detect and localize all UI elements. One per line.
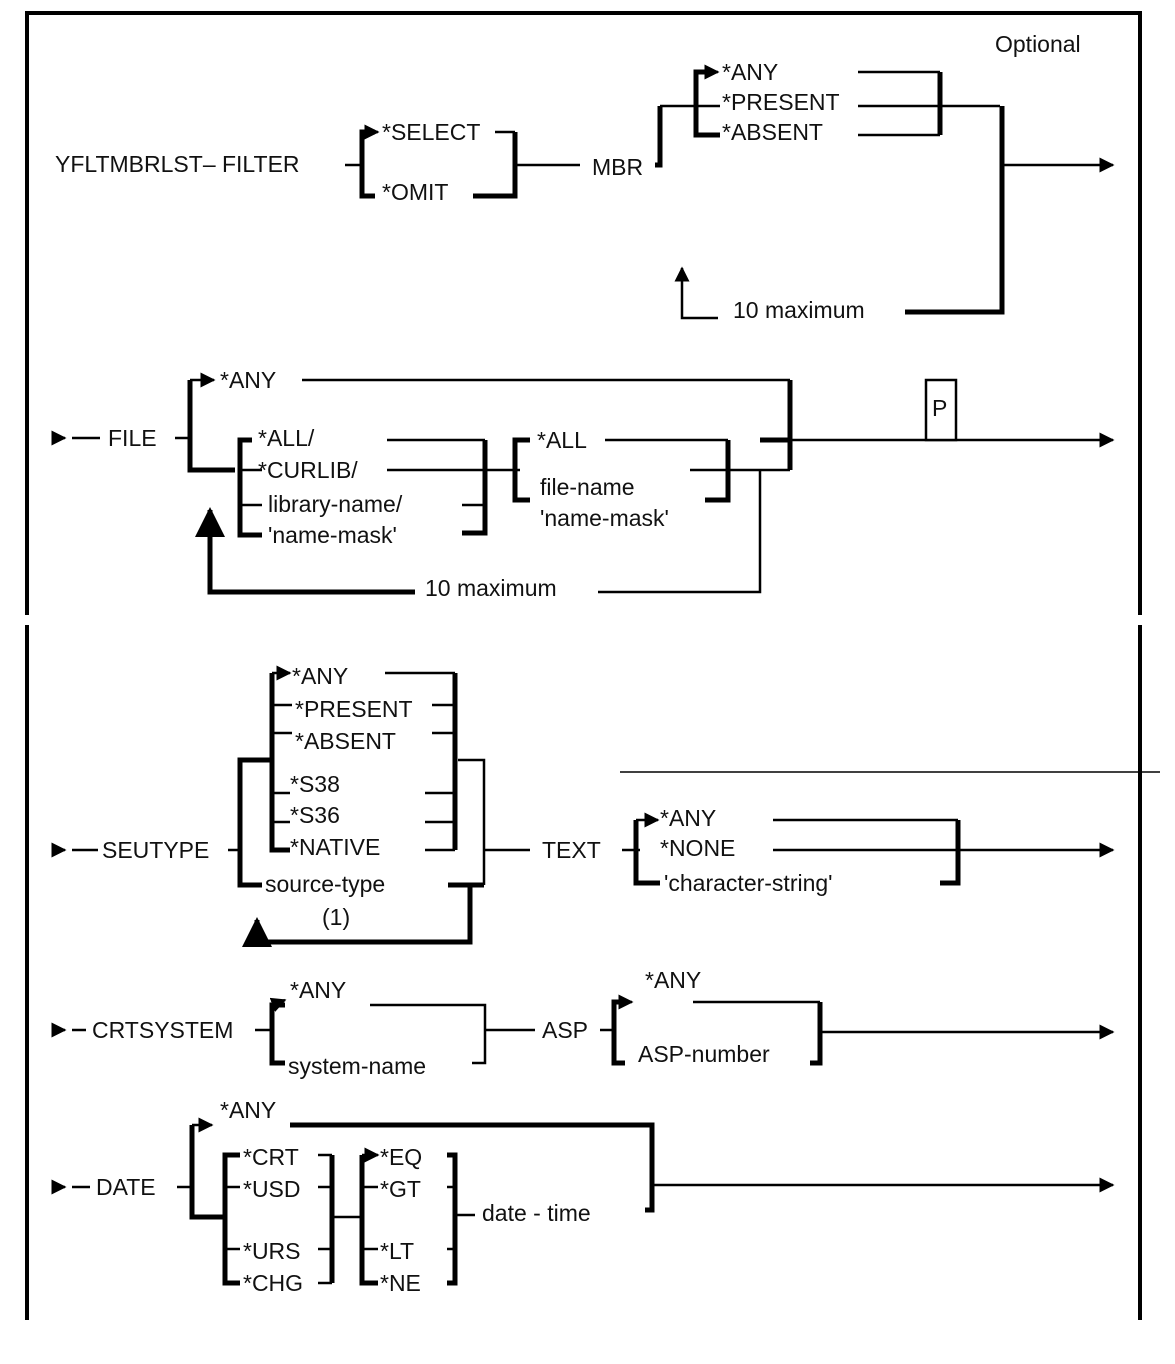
seutype-option-native: *NATIVE (290, 834, 380, 860)
date-type-urs: *URS (243, 1238, 301, 1264)
seutype-source-type: source-type (265, 871, 385, 897)
file-option-any: *ANY (220, 367, 276, 393)
date-op-eq: *EQ (380, 1144, 422, 1170)
text-keyword: TEXT (542, 837, 601, 863)
mbr-keyword: MBR (592, 154, 643, 180)
seutype-footnote: (1) (322, 904, 350, 930)
file-library-all: *ALL/ (258, 425, 315, 451)
filter-section: YFLTMBRLST– FILTER *SELECT *OMIT MBR *AN… (55, 59, 1115, 323)
seutype-option-present: *PRESENT (295, 696, 413, 722)
crtsystem-keyword: CRTSYSTEM (92, 1017, 233, 1043)
asp-option-any: *ANY (645, 967, 701, 993)
mbr-repeat-label: 10 maximum (733, 297, 865, 323)
file-library-curlib: *CURLIB/ (258, 457, 358, 483)
date-op-ne: *NE (380, 1270, 421, 1296)
mbr-option-any: *ANY (722, 59, 778, 85)
file-repeat-label: 10 maximum (425, 575, 557, 601)
file-repeat-arrow (195, 507, 415, 595)
filter-option-omit: *OMIT (382, 179, 448, 205)
crtsystem-section: CRTSYSTEM *ANY system-name ASP *ANY ASP-… (51, 967, 1115, 1079)
seutype-keyword: SEUTYPE (102, 837, 209, 863)
file-keyword: FILE (108, 425, 157, 451)
text-option-any: *ANY (660, 805, 716, 831)
positional-marker-box (924, 378, 958, 442)
filter-keyword: YFLTMBRLST– FILTER (55, 151, 300, 177)
date-value: date - time (482, 1200, 591, 1226)
seutype-repeat-arrow (242, 885, 473, 947)
file-option-all: *ALL (537, 427, 587, 453)
date-option-any: *ANY (220, 1097, 276, 1123)
file-option-mask: 'name-mask' (540, 505, 669, 531)
date-op-gt: *GT (380, 1176, 421, 1202)
seutype-option-absent: *ABSENT (295, 728, 396, 754)
crtsystem-option-name: system-name (288, 1053, 426, 1079)
diagram-frame (25, 11, 1142, 1320)
file-library-mask: 'name-mask' (268, 522, 397, 548)
asp-keyword: ASP (542, 1017, 588, 1043)
mbr-option-present: *PRESENT (722, 89, 840, 115)
date-type-crt: *CRT (243, 1144, 299, 1170)
file-library-name: library-name/ (268, 491, 403, 517)
text-option-string: 'character-string' (664, 870, 833, 896)
date-type-usd: *USD (243, 1176, 301, 1202)
file-section: FILE *ANY *ALL/ *CURLIB/ library-name/ '… (51, 367, 1115, 601)
seutype-option-s36: *S36 (290, 802, 340, 828)
asp-option-number: ASP-number (638, 1041, 770, 1067)
crtsystem-option-any: *ANY (290, 977, 346, 1003)
text-option-none: *NONE (660, 835, 735, 861)
mbr-repeat-arrow (674, 266, 718, 320)
file-option-name: file-name (540, 474, 635, 500)
seutype-section: SEUTYPE *ANY *PRESENT *ABSENT *S38 *S36 … (51, 663, 1115, 947)
date-keyword: DATE (96, 1174, 156, 1200)
date-section: DATE *ANY *CRT *USD *URS *CHG *EQ *GT *L… (51, 1097, 1115, 1296)
filter-option-select: *SELECT (382, 119, 480, 145)
optional-label: Optional (995, 31, 1081, 57)
positional-marker: P (932, 395, 947, 421)
mbr-option-absent: *ABSENT (722, 119, 823, 145)
date-type-chg: *CHG (243, 1270, 303, 1296)
seutype-option-s38: *S38 (290, 771, 340, 797)
date-op-lt: *LT (380, 1238, 414, 1264)
seutype-option-any: *ANY (292, 663, 348, 689)
